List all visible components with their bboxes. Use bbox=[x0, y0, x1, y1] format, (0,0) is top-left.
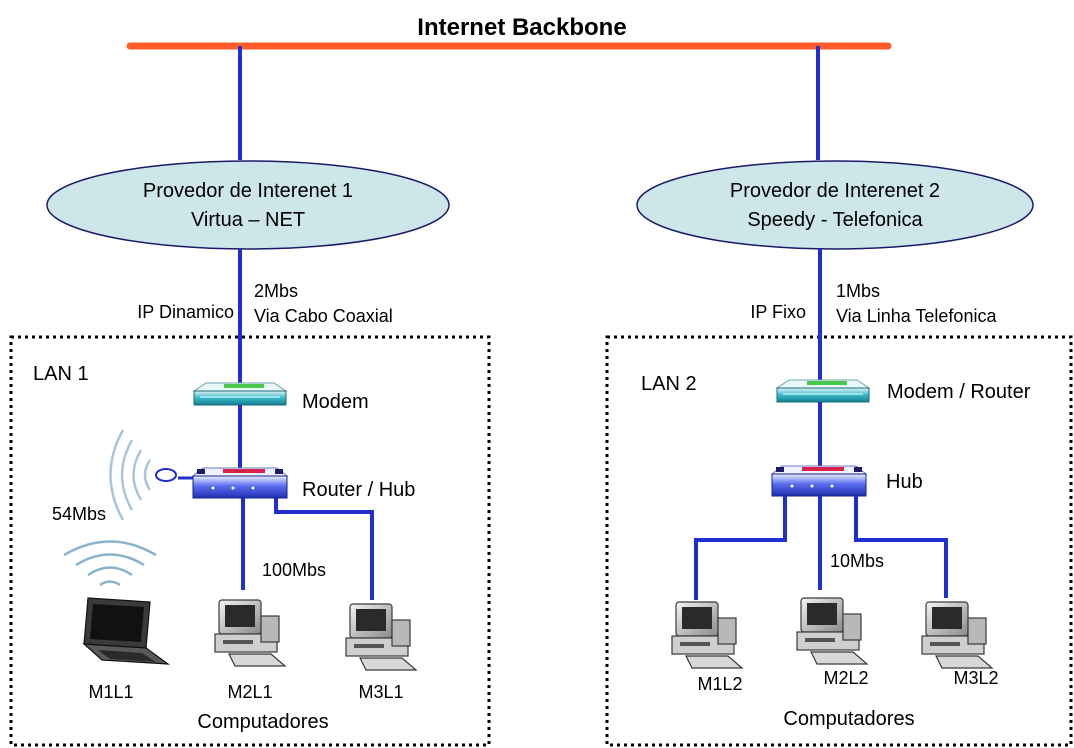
isp-1-name: Provedor de Interenet 1 bbox=[143, 180, 353, 202]
lan-2-pc-m1l2-icon bbox=[671, 601, 743, 669]
link-2-ip-label: IP Fixo bbox=[750, 302, 806, 322]
lan-2-modem-label: Modem / Router bbox=[887, 381, 1031, 403]
lan-2-pc-m3l2-icon bbox=[921, 601, 993, 669]
link-1-medium-label: Via Cabo Coaxial bbox=[254, 306, 393, 326]
isp-2-name: Provedor de Interenet 2 bbox=[730, 180, 940, 202]
lan-1-router bbox=[192, 467, 288, 499]
lan-2-machine-m2l2: M2L2 bbox=[823, 668, 868, 688]
link-1-speed-label: 2Mbs bbox=[254, 281, 298, 301]
link-2-speed-label: 1Mbs bbox=[836, 281, 880, 301]
lan-1-pc-m3l1-icon bbox=[345, 603, 417, 671]
lan-2-modem-router bbox=[776, 379, 870, 403]
isp-1: Provedor de Interenet 1 Virtua – NET bbox=[46, 160, 450, 250]
lan-1-wifi-speed-label: 54Mbs bbox=[52, 504, 106, 524]
lan-2-link-m3l2 bbox=[854, 496, 948, 598]
lan-1-footer-label: Computadores bbox=[197, 711, 328, 733]
lan-1-wifi-antenna-icon bbox=[109, 429, 193, 521]
lan-1-pc-m2l1-icon bbox=[214, 599, 286, 667]
lan-1-wired-speed-label: 100Mbs bbox=[262, 560, 326, 580]
lan-2-footer-label: Computadores bbox=[783, 708, 914, 730]
lan-2-link-m1l2 bbox=[694, 496, 787, 600]
lan-2-label: LAN 2 bbox=[641, 373, 697, 395]
backbone-title: Internet Backbone bbox=[417, 14, 626, 41]
lan-1-link-m3l1 bbox=[274, 498, 374, 600]
isp-2-provider: Speedy - Telefonica bbox=[747, 209, 923, 231]
link-2-medium-label: Via Linha Telefonica bbox=[836, 306, 997, 326]
lan-1-machine-m2l1: M2L1 bbox=[227, 682, 272, 702]
lan-2-machine-m1l2: M1L2 bbox=[697, 674, 742, 694]
link-1-ip-label: IP Dinamico bbox=[137, 302, 234, 322]
lan-2-hub bbox=[771, 465, 867, 497]
lan-2-machine-m3l2: M3L2 bbox=[953, 668, 998, 688]
lan-1-router-label: Router / Hub bbox=[302, 479, 415, 501]
lan-1-machine-m1l1: M1L1 bbox=[88, 682, 133, 702]
lan-1-modem bbox=[193, 382, 287, 406]
lan-1-modem-label: Modem bbox=[302, 391, 369, 413]
lan-1-machine-m3l1: M3L1 bbox=[358, 682, 403, 702]
isp-1-provider: Virtua – NET bbox=[191, 209, 305, 231]
lan-2-wired-speed-label: 10Mbs bbox=[830, 551, 884, 571]
lan-1-laptop-icon bbox=[83, 597, 169, 665]
lan-1-boundary bbox=[9, 335, 491, 747]
lan-2-hub-label: Hub bbox=[886, 471, 923, 493]
lan-1-label: LAN 1 bbox=[33, 363, 89, 385]
isp-2: Provedor de Interenet 2 Speedy - Telefon… bbox=[636, 160, 1034, 250]
lan-2-pc-m2l2-icon bbox=[796, 597, 868, 665]
lan-2-boundary bbox=[605, 335, 1073, 747]
lan-1-laptop-wifi-icon bbox=[63, 540, 157, 587]
